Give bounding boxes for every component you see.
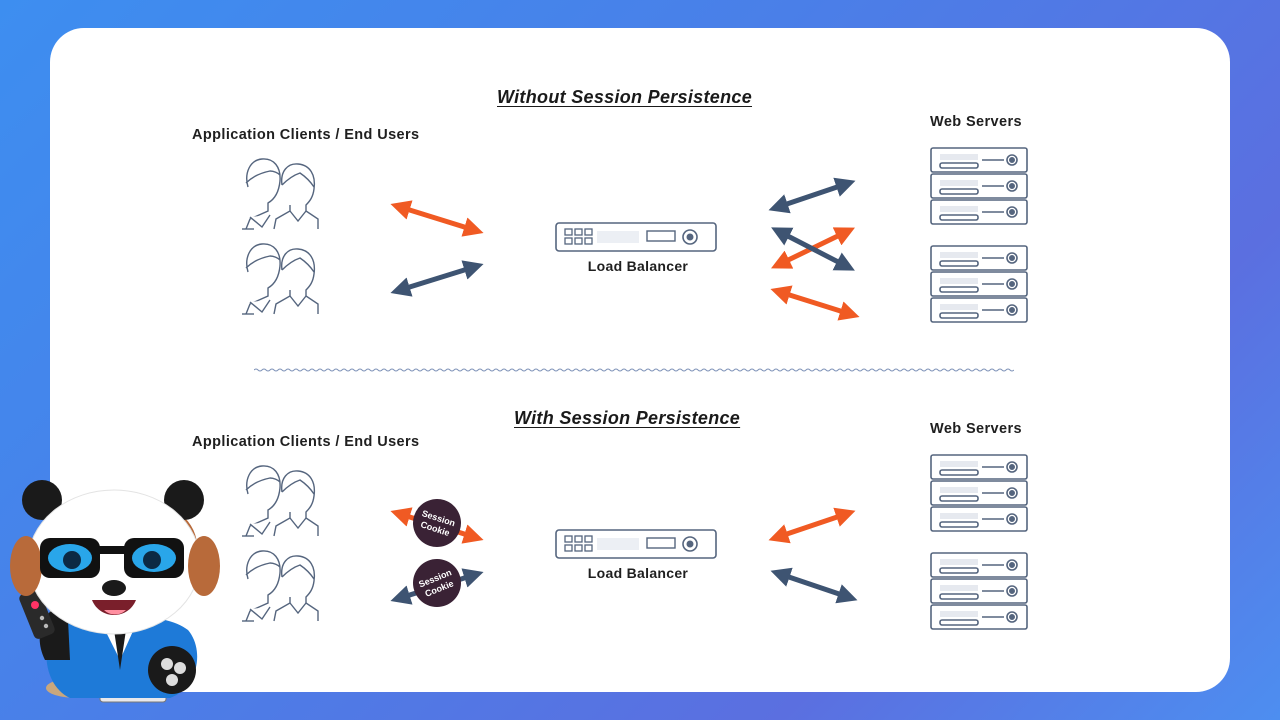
bottom-user-pair-1 (242, 465, 319, 537)
server-rack-icon (930, 454, 1028, 532)
bottom-server-rack-2 (930, 552, 1028, 630)
top-user-pair-2 (242, 243, 319, 315)
top-user-pair-1 (242, 158, 319, 230)
top-server-rack-2 (930, 245, 1028, 323)
bottom-clients-label: Application Clients / End Users (192, 434, 420, 450)
load-balancer-icon (555, 529, 717, 559)
bottom-server-rack-1 (930, 454, 1028, 532)
user-pair-icon (242, 465, 319, 537)
user-pair-icon (242, 243, 319, 315)
server-rack-icon (930, 245, 1028, 323)
top-clients-label: Application Clients / End Users (192, 127, 420, 143)
top-section-title: Without Session Persistence (497, 87, 753, 107)
diagram-card (50, 28, 1230, 692)
top-server-rack-1 (930, 147, 1028, 225)
double-arrow-icon (390, 260, 484, 297)
bottom-section-title: With Session Persistence (514, 408, 741, 428)
section-divider (254, 368, 1014, 372)
double-arrow-icon (771, 227, 855, 271)
user-pair-icon (242, 158, 319, 230)
double-arrow-icon (768, 177, 856, 214)
session-cookie-icon: Session Cookie (413, 499, 461, 547)
bottom-lb-label: Load Balancer (587, 565, 689, 581)
server-rack-icon (930, 552, 1028, 630)
bottom-servers-label: Web Servers (930, 421, 1022, 437)
bottom-user-pair-2 (242, 550, 319, 622)
load-balancer-icon (555, 222, 717, 252)
session-cookie-icon: Session Cookie (413, 559, 461, 607)
double-arrow-icon (768, 507, 856, 544)
bottom-load-balancer (555, 529, 717, 559)
user-pair-icon (242, 550, 319, 622)
panda-mascot (10, 480, 220, 703)
double-arrow-icon (770, 567, 858, 604)
double-arrow-icon (770, 285, 860, 321)
double-arrow-icon (390, 200, 484, 237)
top-servers-label: Web Servers (930, 114, 1022, 130)
top-lb-label: Load Balancer (587, 258, 689, 274)
server-rack-icon (930, 147, 1028, 225)
top-load-balancer (555, 222, 717, 252)
